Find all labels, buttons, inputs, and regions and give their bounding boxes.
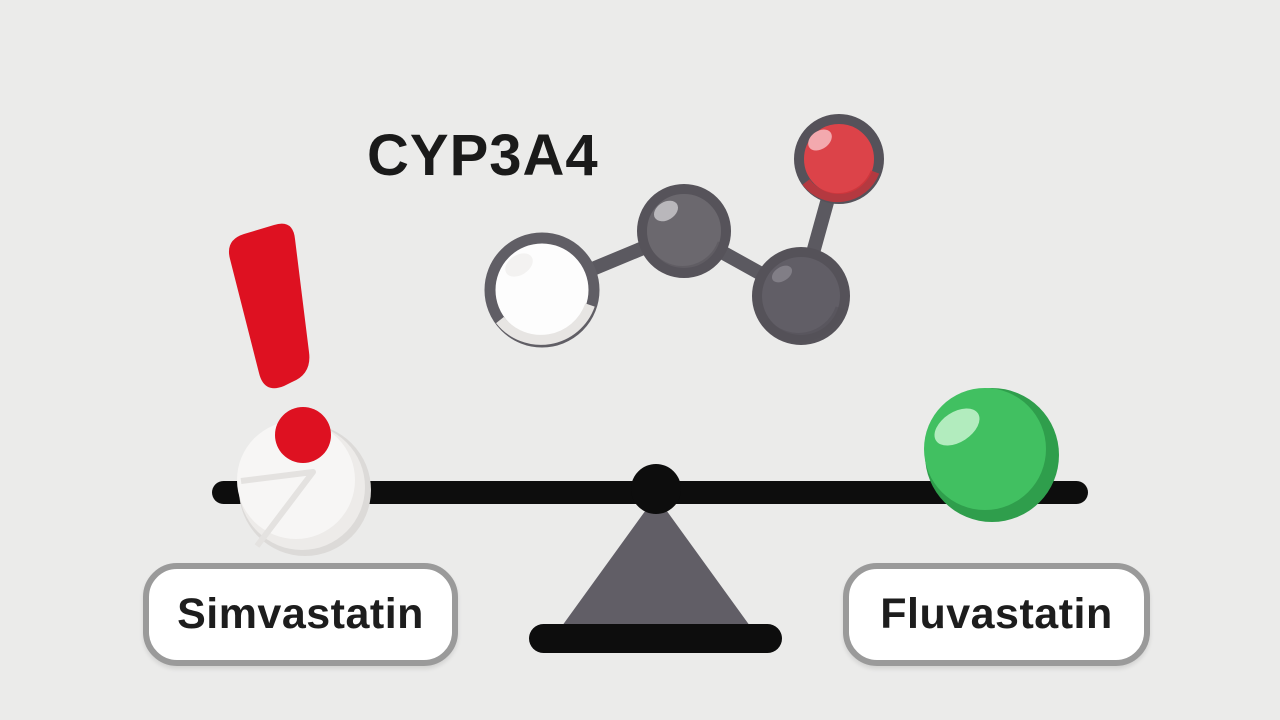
dark-gray-atom-highlight [653,200,679,222]
red-atom-highlight [808,129,832,151]
exclamation-dot [275,407,331,463]
green-sphere [924,388,1059,522]
gray-atom-highlight [771,265,793,283]
left-drug-label: Simvastatin [177,590,424,638]
molecule-icon [484,114,884,348]
left-drug-label-box: Simvastatin [143,563,458,666]
exclamation-icon [228,223,331,463]
red-atom-shade [802,170,880,203]
dark-gray-atom-shade [646,241,727,275]
molecule-bonds [535,152,846,303]
white-sphere-seams [240,469,316,548]
white-atom-shade [496,303,595,345]
green-sphere-highlight [934,408,980,446]
white-atom-highlight [505,253,533,277]
right-drug-label-box: Fluvastatin [843,563,1150,666]
scale-pivot [631,464,681,514]
balance-scale-icon [212,464,1088,653]
enzyme-label: CYP3A4 [367,123,599,188]
gray-atom-shade [761,306,845,342]
scale-fulcrum-triangle [562,496,750,626]
scale-base [529,624,782,653]
green-sphere-body [924,388,1046,510]
exclamation-bar [228,223,310,389]
right-drug-label: Fluvastatin [880,590,1113,638]
white-sphere [237,421,371,556]
